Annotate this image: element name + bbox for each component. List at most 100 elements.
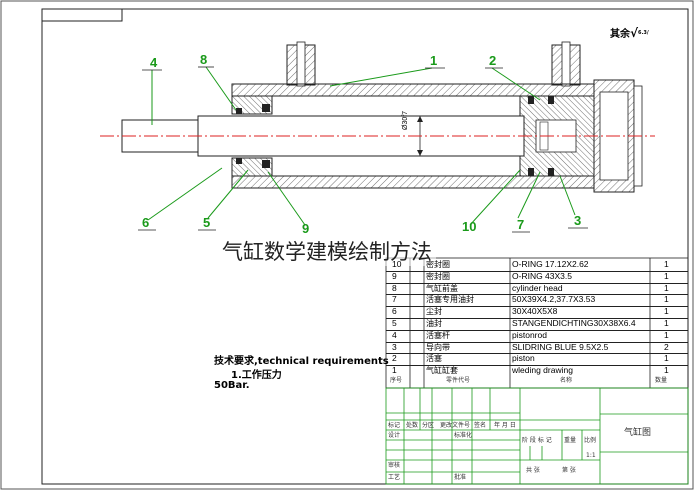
bom-qty-5: 1 — [664, 318, 669, 328]
requirements-title: 技术要求,technical requirements — [214, 356, 389, 367]
callout-4: 4 — [150, 55, 158, 70]
roughness-note: 其余√6.3/ — [610, 26, 649, 40]
bom-no-4: 4 — [392, 329, 397, 340]
bom-no-10: 10 — [392, 259, 402, 269]
tb-date: 年 月 日 — [494, 422, 516, 429]
bom-name-4: 活塞杆 — [426, 330, 450, 340]
bom-spec-9: O-RING 43X3.5 — [512, 270, 572, 281]
callout-8: 8 — [200, 52, 208, 67]
tb-weight: 重量 — [564, 437, 577, 444]
callout-2: 2 — [489, 53, 497, 68]
bom-spec-8: cylinder head — [512, 282, 563, 293]
barrel-bottom-wall — [231, 175, 595, 189]
bom-header-name: 名称 — [560, 377, 573, 384]
bom-row-divider — [386, 294, 688, 296]
bom-no-5: 5 — [392, 318, 397, 328]
bom-row-divider — [386, 365, 688, 367]
tb-change-doc: 更改文件号 — [440, 422, 471, 429]
bom-qty-7: 1 — [664, 294, 669, 305]
bom-name-7: 活塞专用油封 — [426, 295, 474, 305]
tb-count: 处数 — [406, 422, 419, 429]
bom-spec-5: STANGENDICHTING30X38X6.4 — [512, 318, 636, 328]
callout-6: 6 — [142, 215, 150, 230]
bom-spec-4: pistonrod — [512, 329, 547, 340]
tb-stage-mark: 阶 段 标 记 — [522, 437, 552, 444]
bom-row-divider — [386, 353, 688, 355]
bom-qty-1: 1 — [664, 365, 669, 376]
callout-5: 5 — [203, 215, 211, 230]
tb-scale-value: 1:1 — [586, 452, 596, 459]
bom-no-9: 9 — [392, 270, 397, 281]
tb-design: 设计 — [388, 432, 401, 439]
bom-row-divider — [386, 270, 688, 272]
bom-header-qty: 数量 — [655, 377, 668, 384]
bom-name-10: 密封圈 — [426, 260, 450, 269]
bom-no-3: 3 — [392, 341, 397, 352]
overlay-title: 气缸数学建模绘制方法 — [218, 236, 436, 266]
tb-approve: 批准 — [454, 474, 467, 481]
tb-scale: 比例 — [584, 437, 597, 444]
bom-name-5: 油封 — [426, 319, 442, 328]
tb-sign: 签名 — [474, 422, 487, 429]
tb-sheet-total: 共 张 — [526, 467, 540, 474]
bom-no-7: 7 — [392, 294, 397, 305]
port-left — [286, 41, 316, 87]
port-right — [551, 41, 581, 87]
requirements-item: 1.工作压力 — [231, 370, 282, 381]
tb-standard: 标准化 — [454, 432, 473, 439]
bom-qty-6: 1 — [664, 306, 669, 317]
requirements-value: 50Bar. — [214, 380, 250, 391]
bom-qty-3: 2 — [664, 341, 669, 352]
bom-row-divider — [386, 318, 688, 319]
leader-underlines — [138, 66, 588, 233]
bom-row-divider — [386, 329, 688, 331]
bom-row-divider — [386, 306, 688, 308]
roughness-symbol: √ — [630, 26, 639, 40]
tb-craft: 工艺 — [388, 474, 401, 481]
bom-qty-10: 1 — [664, 259, 669, 269]
callout-3: 3 — [574, 213, 582, 228]
bom-qty-9: 1 — [664, 270, 669, 281]
bom-no-8: 8 — [392, 282, 397, 293]
bom-no-1: 1 — [392, 365, 397, 376]
tb-zone: 分区 — [422, 422, 435, 429]
bom-spec-3: SLIDRING BLUE 9.5X2.5 — [512, 341, 609, 352]
tb-check: 审核 — [388, 462, 401, 469]
leader-lines — [147, 66, 576, 226]
bom-name-2: 活塞 — [426, 354, 442, 364]
tb-mark: 标记 — [388, 422, 401, 429]
bom-header-no: 序号 — [390, 377, 403, 384]
bom-name-3: 导向带 — [426, 342, 450, 352]
bom-qty-4: 1 — [664, 329, 669, 340]
tb-drawing-name: 气缸图 — [624, 428, 652, 438]
barrel-top-wall — [231, 83, 595, 97]
bom-name-8: 气缸前盖 — [426, 283, 458, 293]
callout-9: 9 — [302, 221, 310, 236]
corner-box — [41, 8, 123, 22]
bom-spec-2: piston — [512, 353, 535, 364]
bom-spec-1: wleding drawing — [512, 365, 573, 376]
tb-sheet-no: 第 张 — [562, 467, 576, 474]
callout-1: 1 — [430, 53, 438, 68]
title-block-grid — [385, 387, 689, 485]
bom-spec-7: 50X39X4.2,37.7X3.53 — [512, 294, 596, 305]
callout-10: 10 — [462, 219, 477, 234]
roughness-note-label: 其余 — [610, 29, 630, 40]
roughness-value: 6.3/ — [638, 30, 649, 36]
bom-header-code: 零件代号 — [446, 377, 471, 384]
bom-name-9: 密封圈 — [426, 271, 450, 281]
bom-spec-6: 30X40X5X8 — [512, 306, 558, 317]
diameter-label: Ø30f7 — [402, 110, 409, 130]
bom-row-divider — [386, 341, 688, 343]
bom-spec-10: O-RING 17.12X2.62 — [512, 259, 589, 269]
bom-no-2: 2 — [392, 353, 397, 364]
bom-qty-8: 1 — [664, 282, 669, 293]
bom-name-1: 气缸缸套 — [426, 366, 458, 376]
bom-row-divider — [386, 282, 688, 284]
sheet-border-inner — [41, 8, 689, 485]
bom-qty-2: 1 — [664, 353, 669, 364]
bom-no-6: 6 — [392, 306, 397, 317]
callout-7: 7 — [517, 217, 525, 232]
